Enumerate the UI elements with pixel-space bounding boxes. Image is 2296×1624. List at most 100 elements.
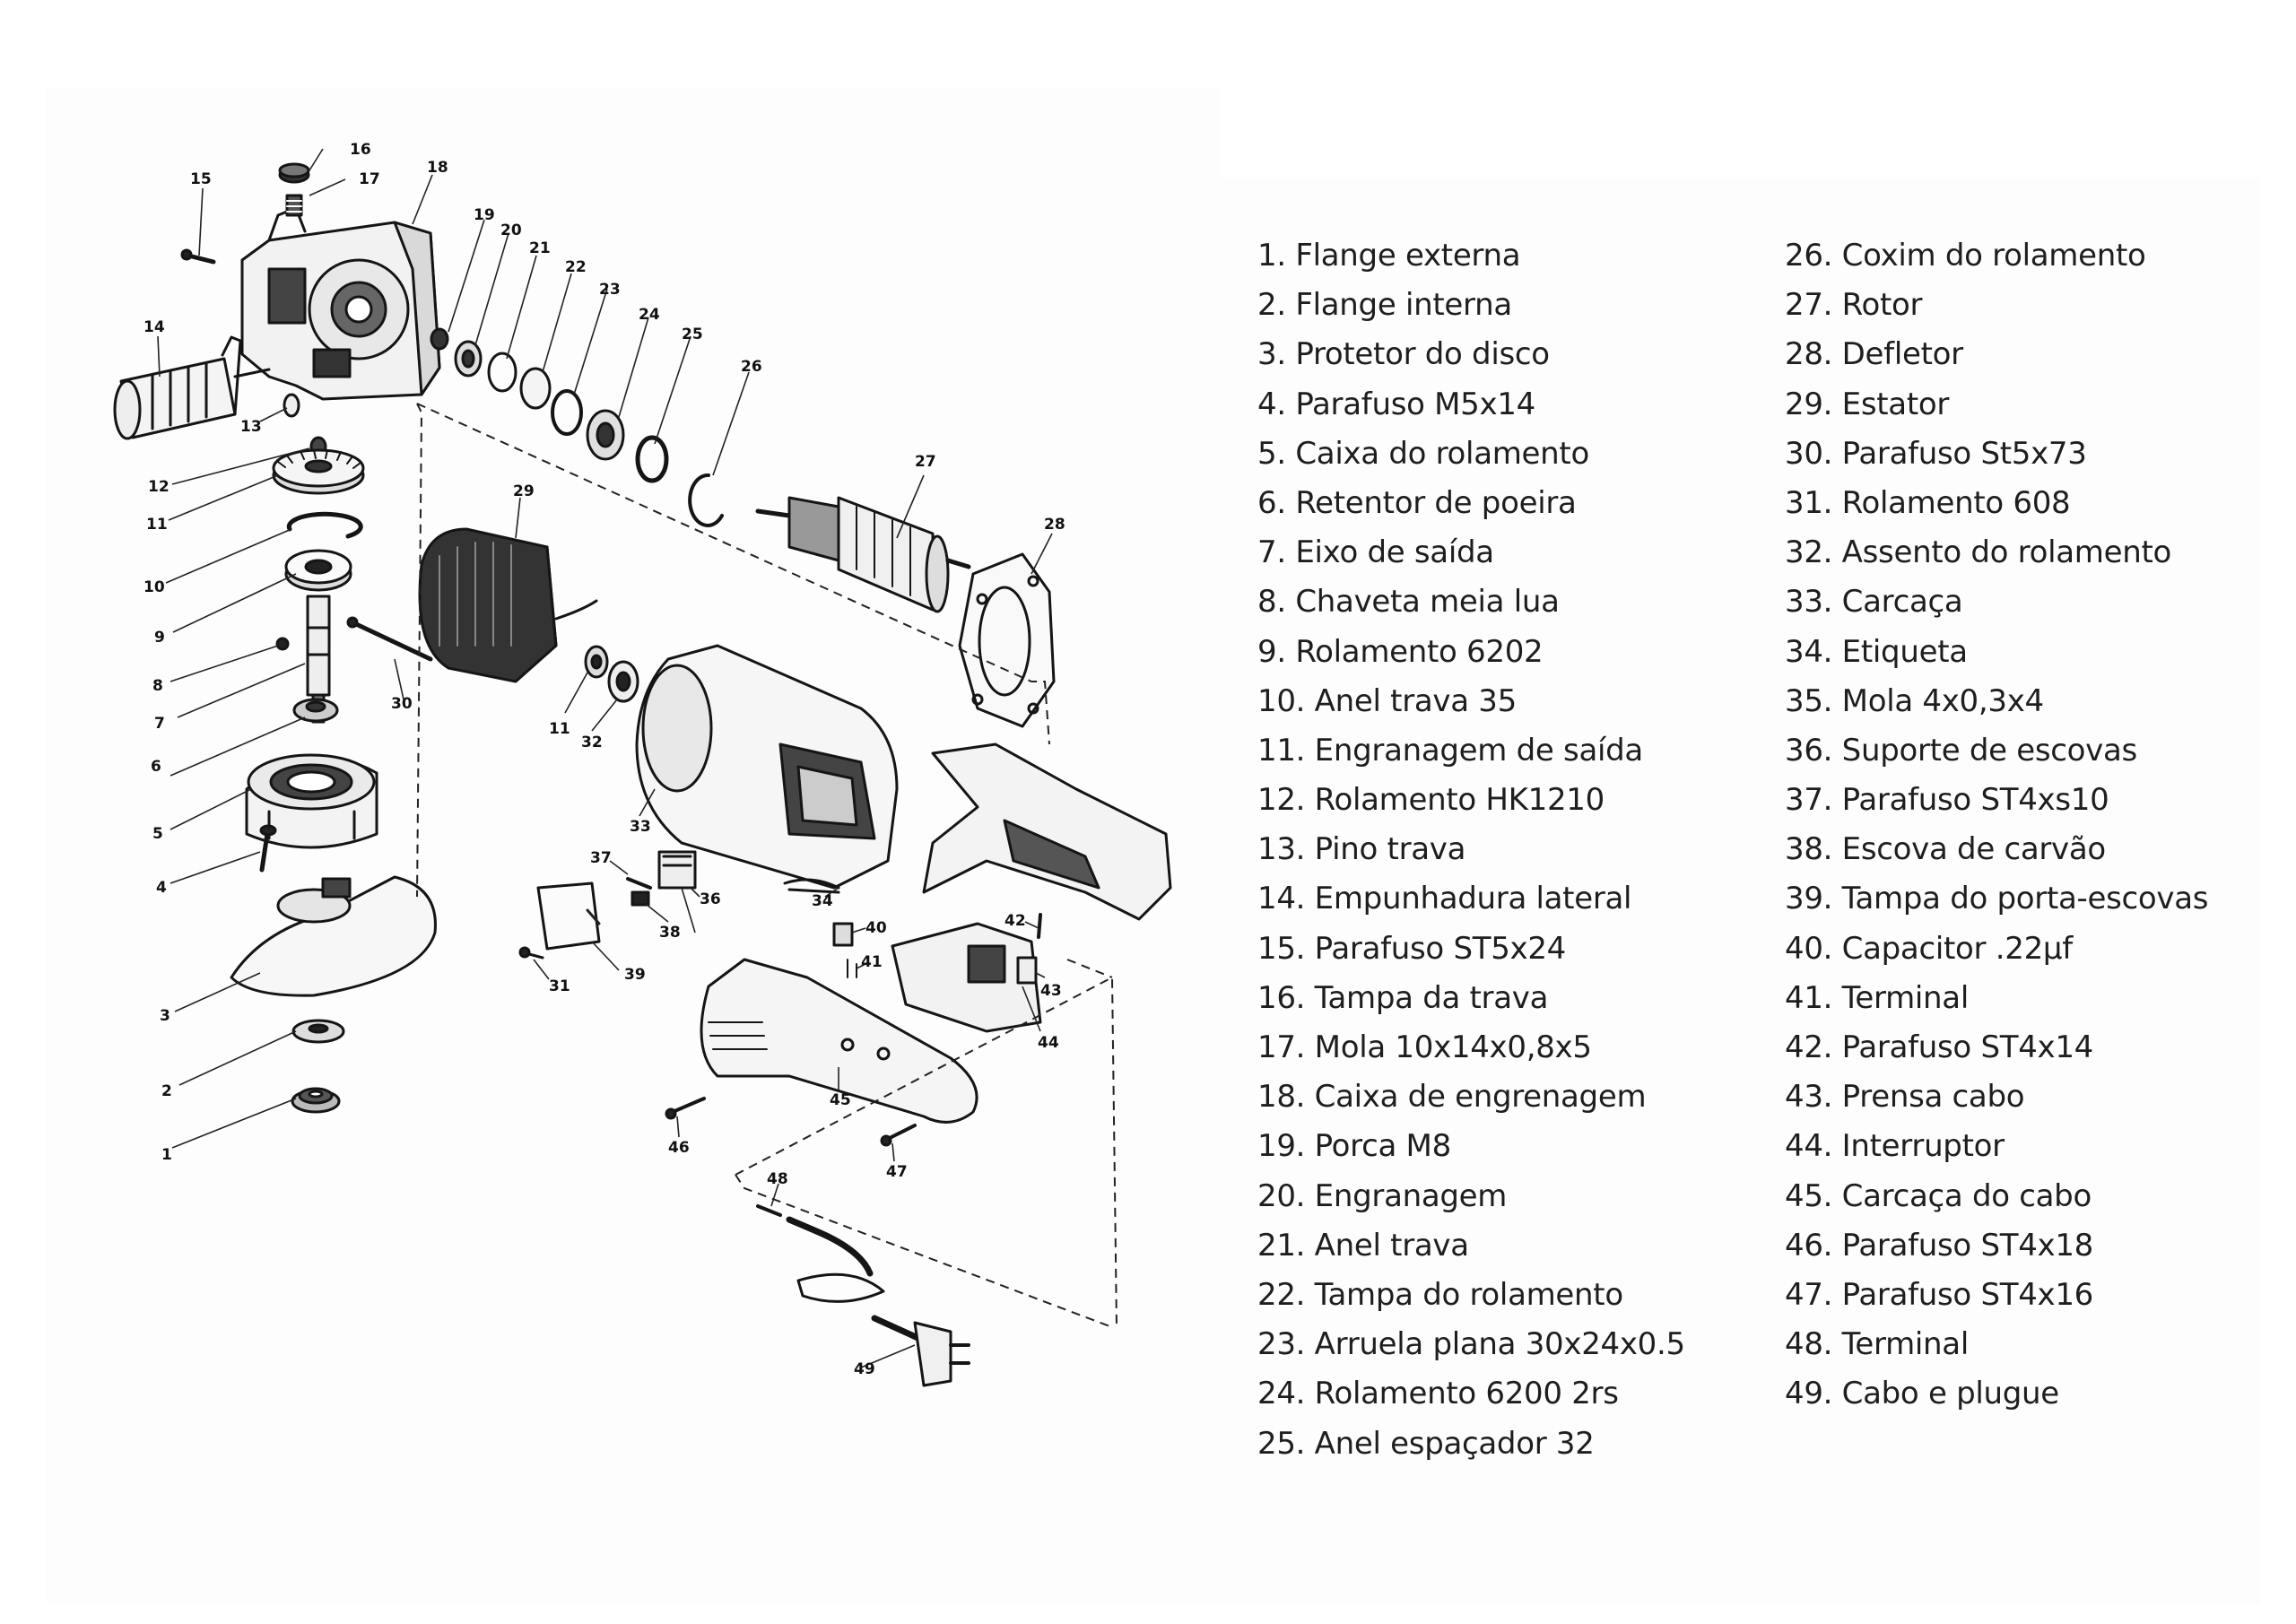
legend-item: 22. Tampa do rolamento [1257, 1276, 1623, 1313]
legend-item: 38. Escova de carvão [1785, 831, 2106, 868]
callout-19: 19 [474, 206, 495, 224]
callout-30: 30 [391, 695, 413, 713]
legend-item: 34. Etiqueta [1785, 633, 1968, 670]
callout-11: 11 [146, 516, 168, 534]
legend-item: 35. Mola 4x0,3x4 [1785, 682, 2044, 719]
part-43-cable-clamp [1016, 956, 1038, 985]
callout-13: 13 [240, 418, 262, 436]
part-33-housing [635, 644, 899, 890]
callout-22: 22 [565, 258, 587, 276]
part-17-spring [285, 194, 303, 217]
callout-36: 36 [700, 890, 721, 908]
legend-item: 33. Carcaça [1785, 584, 1963, 621]
part-16-lock-cap [278, 162, 310, 184]
callout-47: 47 [886, 1163, 908, 1181]
callout-24: 24 [639, 306, 660, 324]
part-handle-upper [922, 743, 1172, 921]
part-11-output-gear [272, 448, 365, 495]
part-46-screw [665, 1097, 706, 1120]
legend-item: 8. Chaveta meia lua [1257, 584, 1560, 621]
part-15-screw [180, 248, 216, 265]
legend-item: 24. Rolamento 6200 2rs [1257, 1376, 1619, 1412]
part-9-bearing [284, 549, 352, 592]
legend-item: 17. Mola 10x14x0,8x5 [1257, 1029, 1592, 1065]
legend-item: 9. Rolamento 6202 [1257, 633, 1544, 670]
legend-item: 19. Porca M8 [1257, 1128, 1451, 1165]
legend-item: 20. Engranagem [1257, 1177, 1508, 1214]
callout-16: 16 [350, 141, 371, 159]
legend-item: 31. Rolamento 608 [1785, 484, 2071, 521]
callout-48: 48 [767, 1170, 788, 1188]
part-34-label [783, 878, 840, 894]
legend-item: 43. Prensa cabo [1785, 1079, 2025, 1116]
callout-27: 27 [915, 453, 936, 471]
legend-item: 46. Parafuso ST4x18 [1785, 1227, 2094, 1264]
legend-item: 14. Empunhadura lateral [1257, 881, 1632, 917]
part-31b-screw [518, 946, 544, 960]
part-36-brush-holder [657, 850, 697, 890]
legend-item: 26. Coxim do rolamento [1785, 238, 2146, 274]
part-49-cable-plug [786, 1216, 970, 1387]
legend-item: 11. Engranagem de saída [1257, 732, 1643, 769]
callout-41: 41 [861, 953, 883, 971]
part-7-output-shaft [306, 595, 331, 724]
callout-37: 37 [590, 849, 612, 867]
callout-40: 40 [865, 919, 887, 937]
legend-item: 25. Anel espaçador 32 [1257, 1425, 1595, 1462]
legend-item: 29. Estator [1785, 386, 1950, 422]
legend-panel [1220, 178, 2260, 1603]
part-39-brush-holder-cover [536, 881, 601, 951]
callout-32: 32 [581, 734, 603, 751]
part-18-gear-case [240, 206, 441, 401]
legend-item: 18. Caixa de engrenagem [1257, 1079, 1647, 1116]
part-27-rotor [755, 496, 971, 613]
part-28-deflector [958, 552, 1056, 728]
legend-item: 2. Flange interna [1257, 287, 1512, 324]
part-13-lock-pin [283, 393, 300, 418]
part-31-bearing [584, 645, 609, 679]
part-40-capacitor [832, 922, 854, 947]
legend-item: 3. Protetor do disco [1257, 336, 1550, 373]
part-42-screw [1037, 913, 1042, 939]
legend-item: 6. Retentor de poeira [1257, 484, 1577, 521]
callout-17: 17 [359, 170, 380, 188]
legend-item: 40. Capacitor .22µf [1785, 930, 2073, 967]
part-19-nut [430, 327, 449, 351]
part-23-flat-washer [551, 389, 583, 436]
part-2-inner-flange [291, 1019, 345, 1044]
part-25-spacer-ring [635, 435, 669, 483]
part-1-outer-flange [291, 1087, 341, 1114]
callout-12: 12 [148, 478, 170, 496]
callout-43: 43 [1040, 982, 1062, 1000]
callout-45: 45 [830, 1091, 851, 1109]
legend-item: 45. Carcaça do cabo [1785, 1177, 2092, 1214]
callout-5: 5 [152, 825, 163, 843]
callout-1: 1 [161, 1146, 172, 1164]
callout-21: 21 [529, 239, 551, 257]
legend-item: 15. Parafuso ST5x24 [1257, 930, 1567, 967]
callout-46: 46 [668, 1139, 690, 1157]
callout-15: 15 [190, 170, 212, 188]
legend-item: 47. Parafuso ST4x16 [1785, 1276, 2094, 1313]
callout-4: 4 [156, 879, 167, 897]
callout-14: 14 [144, 318, 165, 336]
part-3-wheel-guard [230, 875, 437, 997]
callout-18: 18 [427, 159, 448, 177]
part-22-bearing-cap [519, 367, 552, 410]
part-37-screw [626, 877, 652, 890]
part-6-dust-seal [292, 698, 339, 723]
callout-31b: 31 [549, 977, 570, 995]
part-26-bearing-cushion [688, 473, 724, 527]
callout-8: 8 [152, 677, 163, 695]
part-44-switch [891, 922, 1042, 1033]
part-38-carbon-brush [631, 890, 650, 907]
callout-33: 33 [630, 818, 651, 836]
legend-item: 41. Terminal [1785, 979, 1969, 1016]
part-32-bearing-seat [607, 660, 639, 703]
callout-2: 2 [161, 1082, 172, 1100]
callout-39: 39 [624, 966, 646, 984]
part-20-gear [454, 340, 483, 378]
part-14-side-handle [113, 335, 271, 440]
callout-10: 10 [144, 578, 165, 596]
